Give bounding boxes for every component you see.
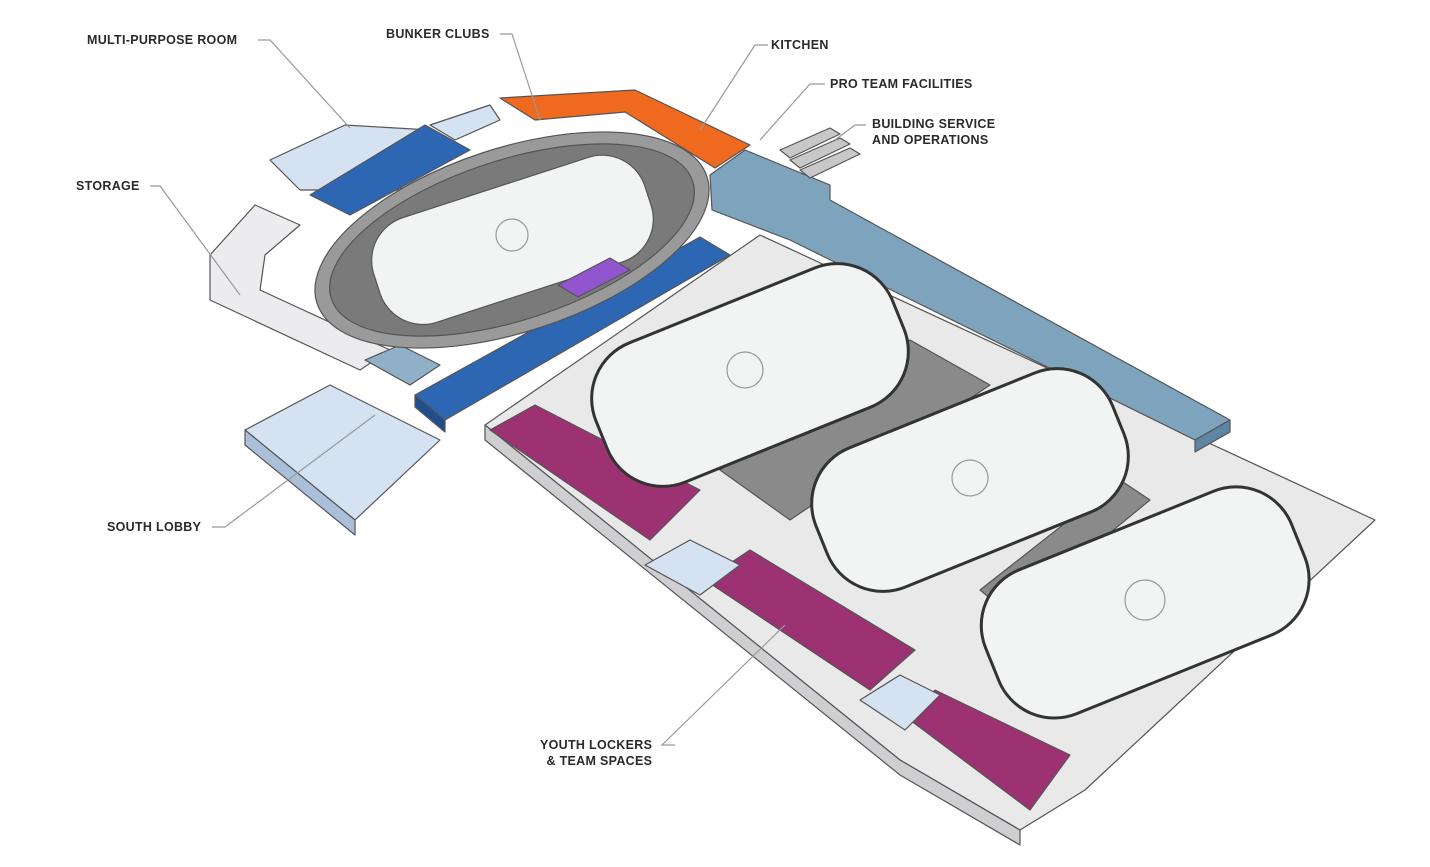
slab-edge — [484, 424, 1021, 846]
lobby-vestibule — [364, 344, 441, 386]
building-service-units — [779, 127, 861, 179]
label-south-lobby: SOUTH LOBBY — [107, 520, 202, 534]
label-pro-team-facilities: PRO TEAM FACILITIES — [830, 77, 973, 91]
label-kitchen: KITCHEN — [771, 38, 829, 52]
label-line: BUILDING SERVICE — [872, 117, 996, 131]
label-multi-purpose-room: MULTI-PURPOSE ROOM — [87, 33, 238, 47]
rink-3 — [979, 485, 1311, 720]
rink-1 — [590, 262, 910, 488]
label-youth-lockers: YOUTH LOCKERS & TEAM SPACES — [540, 737, 652, 769]
label-bunker-clubs: BUNKER CLUBS — [386, 27, 490, 41]
label-line: YOUTH LOCKERS — [540, 738, 653, 752]
purple-room — [557, 257, 631, 298]
label-line: AND OPERATIONS — [872, 133, 989, 147]
label-line: & TEAM SPACES — [546, 754, 653, 768]
label-storage: STORAGE — [76, 179, 140, 193]
bunker-clubs-blue — [309, 124, 471, 216]
youth-lockers-2 — [704, 549, 916, 691]
south-lobby — [244, 384, 441, 521]
youth-lockers-1 — [489, 404, 701, 541]
rink-2 — [810, 367, 1130, 593]
main-arena-ice — [371, 154, 654, 326]
label-building-service: BUILDING SERVICE AND OPERATIONS — [872, 116, 995, 148]
kitchen — [499, 89, 751, 169]
